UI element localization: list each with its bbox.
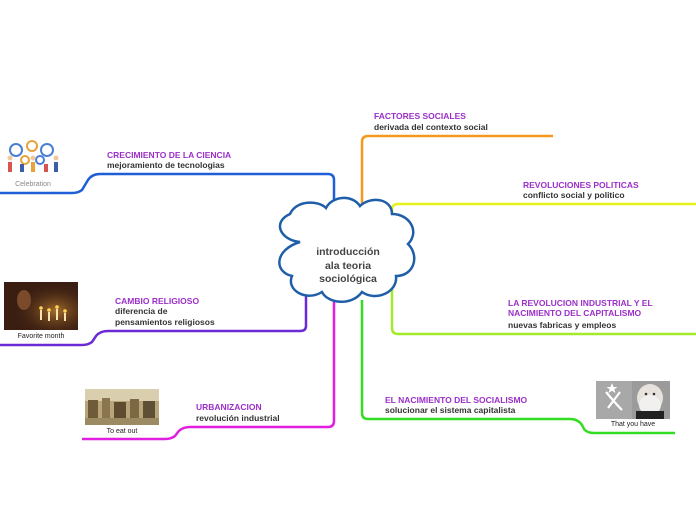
branch-crecimiento-ciencia — [0, 172, 336, 218]
nacimiento-socialismo-title[interactable]: EL NACIMIENTO DEL SOCIALISMO — [385, 395, 528, 405]
revolucion-industrial-title-line-1[interactable]: LA REVOLUCION INDUSTRIAL Y EL — [508, 298, 653, 308]
branch-revoluciones-politicas — [390, 202, 696, 238]
factores-sociales-title[interactable]: FACTORES SOCIALES — [374, 111, 466, 121]
crecimiento-ciencia-subtitle: mejoramiento de tecnologias — [107, 160, 225, 170]
central-topic-line-2: ala teoria — [324, 259, 372, 272]
branch-nacimiento-socialismo — [360, 300, 675, 435]
revoluciones-politicas-title[interactable]: REVOLUCIONES POLITICAS — [523, 180, 639, 190]
central-topic-line-1: introducción — [316, 246, 380, 258]
to-eat-out-image — [85, 389, 159, 425]
to-eat-out-caption: To eat out — [106, 428, 138, 435]
factores-sociales-subtitle: derivada del contexto social — [374, 122, 488, 132]
urbanizacion-title[interactable]: URBANIZACION — [196, 402, 262, 412]
revolucion-industrial-subtitle: nuevas fabricas y empleos — [508, 320, 617, 330]
celebration-image — [7, 140, 59, 172]
that-you-have-caption: That you have — [610, 421, 656, 428]
cambio-religioso-subtitle-line-2: pensamientos religiosos — [115, 317, 215, 327]
revoluciones-politicas-subtitle: conflicto social y politico — [523, 190, 625, 200]
branch-revolucion-industrial — [390, 276, 696, 336]
central-topic[interactable]: introducción ala teoria sociológica — [300, 246, 396, 287]
favorite-month-caption: Favorite month — [17, 333, 65, 340]
cambio-religioso-title[interactable]: CAMBIO RELIGIOSO — [115, 296, 200, 306]
that-you-have-image — [596, 381, 670, 419]
crecimiento-ciencia-title[interactable]: CRECIMIENTO DE LA CIENCIA — [107, 150, 232, 160]
nacimiento-socialismo-subtitle: solucionar el sistema capitalista — [385, 405, 516, 415]
urbanizacion-subtitle: revolución industrial — [196, 413, 280, 423]
favorite-month-image — [4, 282, 78, 330]
branch-factores-sociales — [360, 134, 553, 218]
cambio-religioso-subtitle-line-1: diferencia de — [115, 306, 168, 316]
central-cloud — [278, 196, 416, 303]
branch-cambio-religioso — [0, 290, 308, 347]
revolucion-industrial-title-line-2[interactable]: NACIMIENTO DEL CAPITALISMO — [508, 308, 642, 318]
central-topic-line-3: sociológica — [319, 273, 377, 285]
celebration-caption: Celebration — [15, 181, 51, 188]
branch-urbanizacion — [82, 300, 336, 441]
